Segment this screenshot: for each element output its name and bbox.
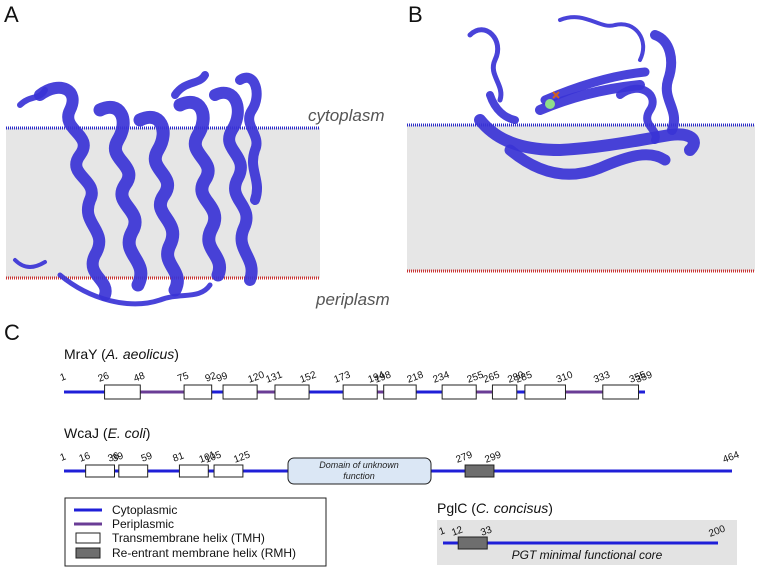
helix-end-label: 36 bbox=[107, 450, 122, 464]
legend: Cytoplasmic Periplasmic Transmembrane he… bbox=[64, 497, 327, 567]
helix-start-label: 99 bbox=[215, 370, 230, 384]
helix-start-label: 26 bbox=[97, 370, 112, 384]
tmh-box bbox=[602, 384, 640, 400]
sequence-start-label: 1 bbox=[59, 451, 68, 463]
duf-domain-box bbox=[287, 457, 432, 485]
helix-start-label: 81 bbox=[171, 450, 186, 464]
ligand-icon bbox=[552, 91, 560, 99]
tmh-box bbox=[441, 384, 477, 400]
tmh-box bbox=[118, 464, 149, 478]
tmh-box bbox=[213, 464, 244, 478]
legend-cytoplasmic-label: Cytoplasmic bbox=[112, 503, 177, 517]
helix-start-label: 16 bbox=[78, 450, 93, 464]
helix-end-label: 152 bbox=[298, 369, 318, 385]
tmh-box bbox=[524, 384, 566, 400]
legend-tmh-label: Transmembrane helix (TMH) bbox=[112, 531, 265, 545]
helix-start-label: 39 bbox=[111, 450, 126, 464]
helix-start-label: 234 bbox=[432, 369, 452, 385]
rmh-box bbox=[457, 536, 488, 550]
legend-rmh-swatch bbox=[75, 547, 101, 559]
sequence-start-label: 1 bbox=[59, 371, 68, 383]
tmh-box bbox=[383, 384, 417, 400]
sequence-start-label: 1 bbox=[438, 525, 447, 537]
helix-start-label: 333 bbox=[592, 369, 612, 385]
tmh-box bbox=[85, 464, 115, 478]
helix-end-label: 218 bbox=[406, 369, 426, 385]
tmh-box bbox=[274, 384, 310, 400]
helix-end-label: 120 bbox=[247, 369, 267, 385]
metal-ion-icon bbox=[545, 99, 555, 109]
legend-tmh-swatch bbox=[75, 532, 101, 544]
legend-box bbox=[64, 497, 327, 567]
helix-end-label: 48 bbox=[132, 370, 147, 384]
duf-label-line1: Domain of unknown bbox=[319, 460, 399, 470]
cytoplasm-label: cytoplasm bbox=[308, 106, 385, 125]
tmh-box bbox=[178, 464, 209, 478]
helix-start-label: 265 bbox=[482, 369, 502, 385]
mray-title: MraY (A. aeolicus) bbox=[64, 346, 179, 362]
tmh-box bbox=[491, 384, 518, 400]
periplasm-label: periplasm bbox=[315, 290, 390, 309]
helix-end-label: 92 bbox=[204, 370, 219, 384]
tmh-box bbox=[222, 384, 258, 400]
mray-structure bbox=[13, 71, 262, 307]
panel-a-label: A bbox=[4, 2, 19, 27]
tmh-box bbox=[104, 384, 141, 400]
pglc-title: PglC (C. concisus) bbox=[437, 500, 553, 516]
helix-end-label: 299 bbox=[483, 449, 503, 465]
pglc-core-label: PGT minimal functional core bbox=[512, 548, 663, 562]
helix-start-label: 279 bbox=[455, 449, 475, 465]
sequence-end-label: 464 bbox=[721, 449, 741, 465]
tmh-box bbox=[183, 384, 213, 400]
panel-b-label: B bbox=[408, 2, 423, 27]
helix-start-label: 131 bbox=[264, 369, 284, 385]
helix-start-label: 12 bbox=[450, 524, 465, 538]
tmh-box bbox=[342, 384, 378, 400]
helix-end-label: 125 bbox=[232, 449, 252, 465]
helix-start-label: 173 bbox=[333, 369, 353, 385]
rmh-box bbox=[464, 464, 495, 478]
panel-c-label: C bbox=[4, 320, 20, 345]
legend-periplasmic-label: Periplasmic bbox=[112, 517, 174, 531]
helix-start-label: 75 bbox=[176, 370, 191, 384]
legend-rmh-label: Re-entrant membrane helix (RMH) bbox=[112, 546, 296, 560]
helix-end-label: 310 bbox=[555, 369, 575, 385]
wcaj-title: WcaJ (E. coli) bbox=[64, 425, 150, 441]
helix-end-label: 59 bbox=[140, 450, 155, 464]
panel-a: A cytoplasm periplasm bbox=[4, 2, 390, 309]
panel-b: B bbox=[407, 2, 755, 273]
duf-label-line2: function bbox=[343, 471, 375, 481]
helix-end-label: 33 bbox=[479, 524, 494, 538]
